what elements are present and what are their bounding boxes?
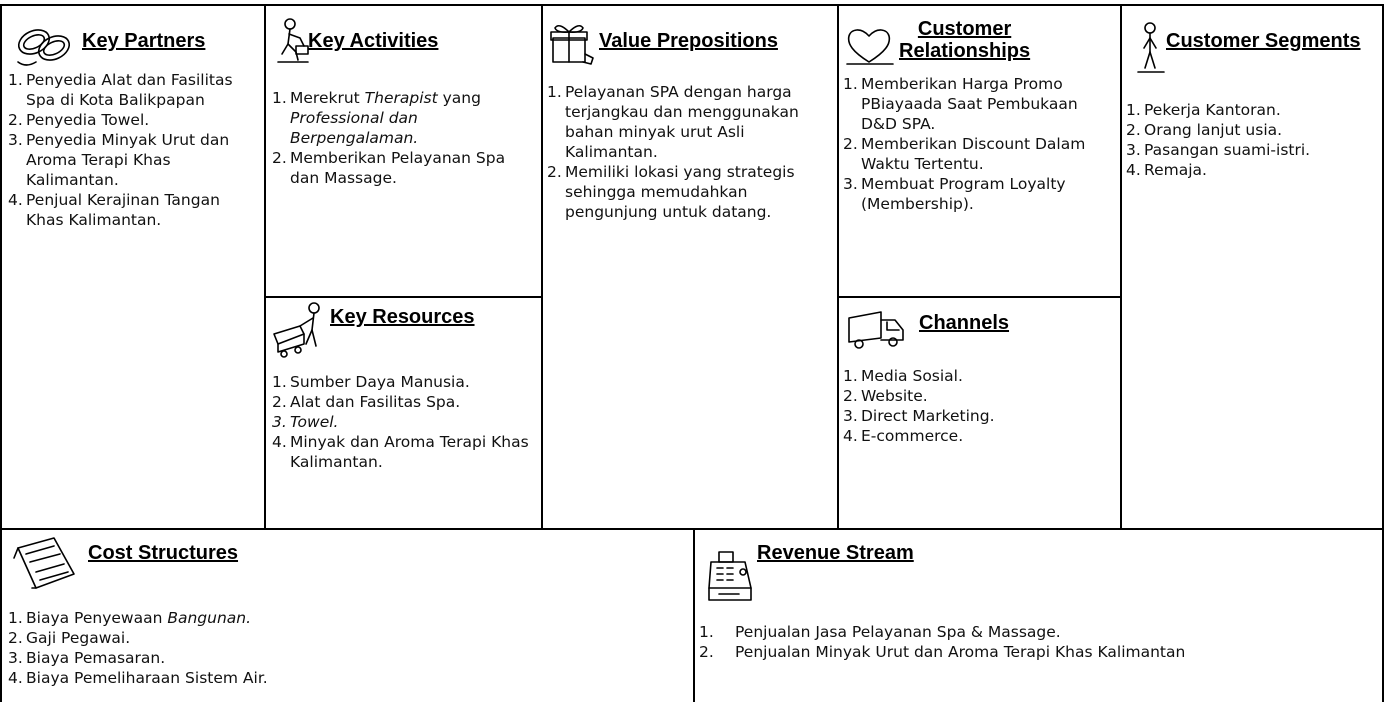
customer-relationships-cell: Customer Relationships 1.Memberikan Harg… [837, 4, 1122, 298]
list-item: 1.Pelayanan SPA dengan harga terjangkau … [547, 83, 799, 161]
list-item: 4.Biaya Pemeliharaan Sistem Air. [8, 669, 268, 687]
list-item: 2.Website. [843, 387, 928, 405]
key-activities-title: Key Activities [308, 30, 439, 52]
value-propositions-title: Value Prepositions [599, 30, 778, 52]
channels-title: Channels [919, 312, 1010, 334]
customer-relationships-title: Customer Relationships [899, 18, 1031, 62]
list-item: 1.Penyedia Alat dan Fasilitas Spa di Kot… [8, 71, 233, 109]
list-item: 2.Penyedia Towel. [8, 111, 150, 129]
list-item: 1.Pekerja Kantoran. [1126, 101, 1281, 119]
cash-register-icon [705, 544, 757, 604]
list-item: 4.Penjual Kerajinan Tangan Khas Kalimant… [8, 191, 220, 229]
list-item: 1.Memberikan Harga Promo PBiayaada Saat … [843, 75, 1078, 133]
key-resources-cell: Key Resources 1.Sumber Daya Manusia. 2.A… [264, 296, 543, 530]
value-propositions-cell: Value Prepositions 1.Pelayanan SPA denga… [541, 4, 839, 530]
list-item: 1.Penjualan Jasa Pelayanan Spa & Massage… [699, 623, 1061, 641]
list-item: 2.Memberikan Discount Dalam Waktu Terten… [843, 135, 1086, 173]
customer-segments-cell: Customer Segments 1.Pekerja Kantoran. 2.… [1120, 4, 1384, 530]
customer-segments-title: Customer Segments [1166, 30, 1361, 52]
list-item: 2.Gaji Pegawai. [8, 629, 131, 647]
key-activities-list: 1.Merekrut Therapist yang Professional d… [272, 88, 537, 188]
list-item: 3.Pasangan suami-istri. [1126, 141, 1311, 159]
list-item: 1.Media Sosial. [843, 367, 963, 385]
person-standing-icon [1134, 20, 1168, 76]
channels-cell: Channels 1.Media Sosial. 2.Website. 3.Di… [837, 296, 1122, 530]
list-item: 2. Memiliki lokasi yang strategis sehing… [547, 163, 795, 221]
delivery-truck-icon [845, 308, 909, 352]
list-item: 1.Sumber Daya Manusia. [272, 373, 470, 391]
document-scroll-icon [10, 534, 82, 594]
forklift-worker-icon [270, 300, 326, 360]
list-item: 2.Alat dan Fasilitas Spa. [272, 393, 461, 411]
cost-structures-title: Cost Structures [88, 542, 239, 564]
list-item: 2.Penjualan Minyak Urut dan Aroma Terapi… [699, 643, 1186, 661]
list-item: 2.Orang lanjut usia. [1126, 121, 1283, 139]
gift-box-icon [547, 20, 595, 68]
list-item: 3.Membuat Program Loyalty (Membership). [843, 175, 1066, 213]
list-item: 1.Biaya Penyewaan Bangunan. [8, 609, 252, 627]
list-item: 4.Remaja. [1126, 161, 1207, 179]
channels-list: 1.Media Sosial. 2.Website. 3.Direct Mark… [843, 366, 1118, 446]
revenue-stream-list: 1.Penjualan Jasa Pelayanan Spa & Massage… [699, 622, 1379, 662]
list-item: 2.Memberikan Pelayanan Spa dan Massage. [272, 149, 506, 187]
list-item: 3.Penyedia Minyak Urut dan Aroma Terapi … [8, 131, 230, 189]
worker-icon [276, 16, 310, 64]
value-propositions-list: 1.Pelayanan SPA dengan harga terjangkau … [547, 82, 835, 222]
heart-icon [845, 26, 895, 66]
list-item: 4.Minyak dan Aroma Terapi Khas Kalimanta… [272, 433, 529, 471]
key-partners-list: 1.Penyedia Alat dan Fasilitas Spa di Kot… [8, 70, 260, 230]
revenue-stream-cell: Revenue Stream 1.Penjualan Jasa Pelayana… [693, 528, 1384, 702]
chain-links-icon [12, 20, 78, 70]
key-partners-cell: Key Partners 1.Penyedia Alat dan Fasilit… [0, 4, 266, 530]
list-item: 3.Biaya Pemasaran. [8, 649, 166, 667]
revenue-stream-title: Revenue Stream [757, 542, 914, 564]
cost-structures-list: 1.Biaya Penyewaan Bangunan. 2.Gaji Pegaw… [8, 608, 648, 688]
key-resources-title: Key Resources [330, 306, 475, 328]
key-resources-list: 1.Sumber Daya Manusia. 2.Alat dan Fasili… [272, 372, 537, 472]
list-item: 4.E-commerce. [843, 427, 964, 445]
list-item: 3.Towel. [272, 413, 339, 431]
customer-segments-list: 1.Pekerja Kantoran. 2.Orang lanjut usia.… [1126, 100, 1381, 180]
list-item: 1.Merekrut Therapist yang Professional d… [272, 89, 481, 147]
key-activities-cell: Key Activities 1.Merekrut Therapist yang… [264, 4, 543, 298]
key-partners-title: Key Partners [82, 30, 206, 52]
customer-relationships-list: 1.Memberikan Harga Promo PBiayaada Saat … [843, 74, 1118, 214]
list-item: 3.Direct Marketing. [843, 407, 995, 425]
cost-structures-cell: Cost Structures 1.Biaya Penyewaan Bangun… [0, 528, 695, 702]
